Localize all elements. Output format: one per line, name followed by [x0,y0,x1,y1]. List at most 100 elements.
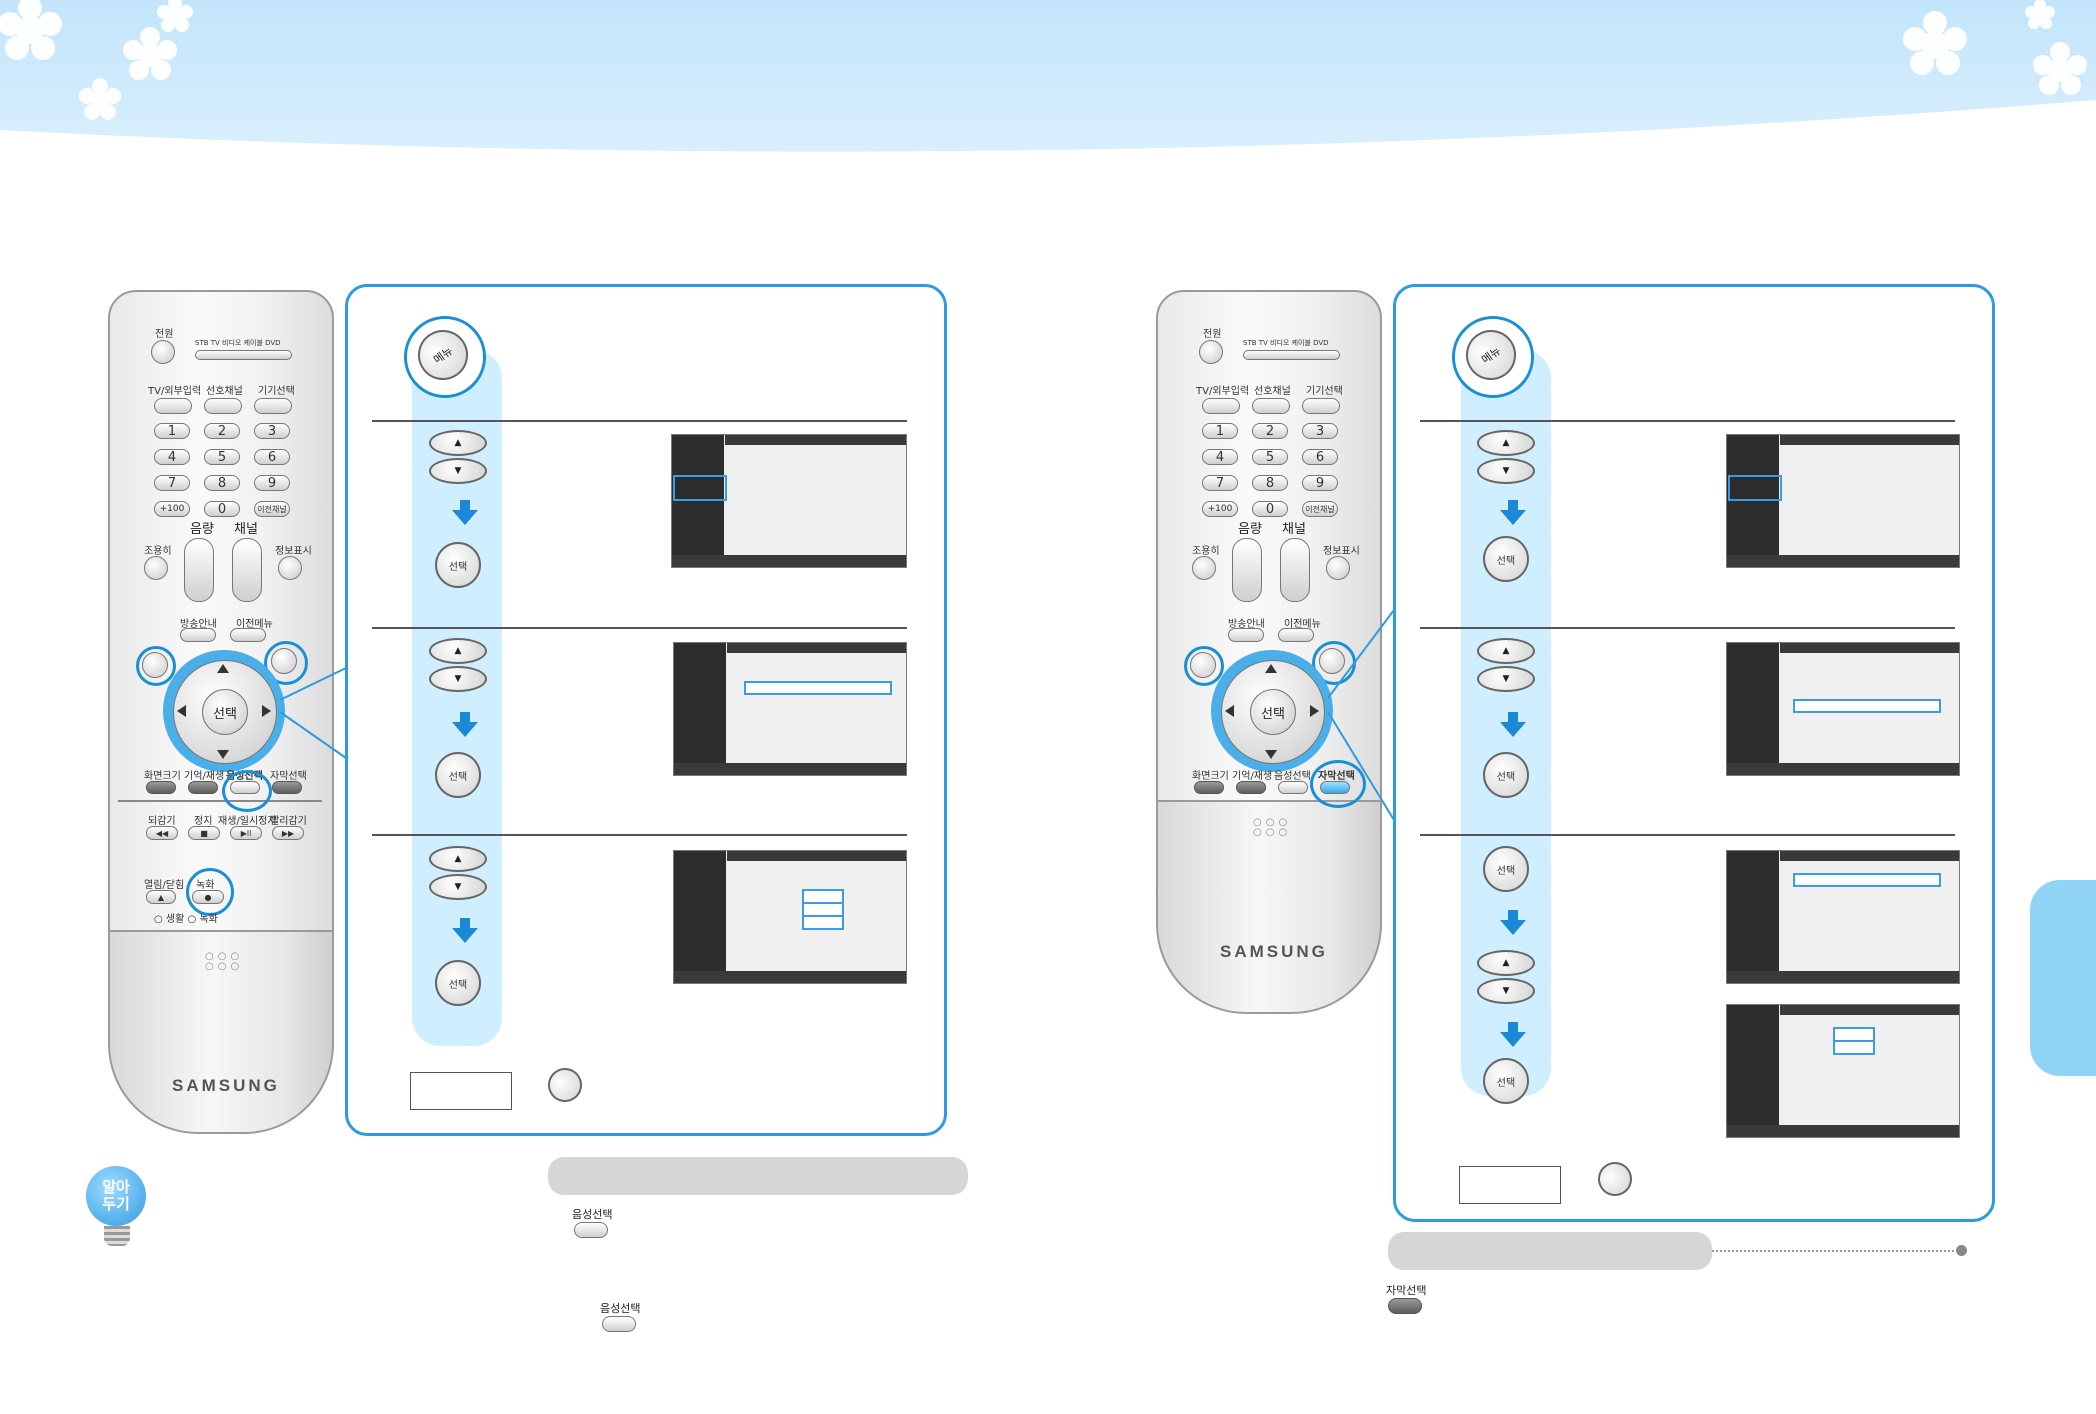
num-button[interactable]: 5 [204,449,240,465]
memory-button[interactable] [188,781,218,794]
up-button[interactable]: ▲ [429,430,487,456]
remote-bottom-right [1156,800,1382,1014]
select-step-button[interactable]: 선택 [435,542,481,588]
ffwd-button[interactable]: ▶▶ [272,826,304,840]
num-button[interactable]: 6 [254,449,290,465]
down-button[interactable]: ▼ [1477,666,1535,692]
guide-label: 방송안내 [1228,619,1265,630]
prev-menu-button[interactable] [230,628,266,642]
num-button[interactable]: 7 [1202,475,1238,491]
prev-channel-button[interactable]: 이전채널 [254,501,290,517]
num-button[interactable]: 1 [154,423,190,439]
tv-menu-screen-2 [673,642,907,776]
down-button[interactable]: ▼ [1477,458,1535,484]
record-button[interactable]: ● [192,890,224,904]
sound-select-button[interactable] [230,781,260,794]
num-button[interactable]: 2 [1252,423,1288,439]
num-button[interactable]: 5 [1252,449,1288,465]
play-pause-button[interactable]: ▶ll [230,826,262,840]
screen-size-button[interactable] [1194,781,1224,794]
device-select-button[interactable] [254,398,292,414]
menu-button[interactable] [142,652,168,678]
tv-input-button[interactable] [1202,398,1240,414]
select-step-button[interactable]: 선택 [1483,536,1529,582]
mode-slider[interactable] [195,350,292,360]
dpad-down-icon[interactable] [217,750,229,759]
num-button[interactable]: 9 [1302,475,1338,491]
select-center-button[interactable]: 선택 [1250,689,1296,735]
rewind-button[interactable]: ◀◀ [146,826,178,840]
up-button[interactable]: ▲ [1477,638,1535,664]
volume-rocker[interactable] [1232,538,1262,602]
up-button[interactable]: ▲ [1477,430,1535,456]
memory-button[interactable] [1236,781,1266,794]
volume-label: 음량 [1238,522,1262,537]
caption-button[interactable] [272,781,302,794]
dpad-down-icon[interactable] [1265,750,1277,759]
info-button[interactable] [1326,556,1350,580]
mode-slider[interactable] [1243,350,1340,360]
num-button[interactable]: 8 [204,475,240,491]
open-close-button[interactable]: ▲ [146,890,176,904]
stop-button[interactable]: ■ [188,826,220,840]
down-button[interactable]: ▼ [1477,978,1535,1004]
info-button[interactable] [278,556,302,580]
exit-button[interactable] [1319,648,1345,674]
num-button[interactable]: +100 [154,501,190,517]
sound-select-button[interactable] [1278,781,1308,794]
select-step-button[interactable]: 선택 [435,960,481,1006]
prev-menu-button[interactable] [1278,628,1314,642]
num-button[interactable]: 9 [254,475,290,491]
num-button[interactable]: +100 [1202,501,1238,517]
screen-size-button[interactable] [146,781,176,794]
mute-label: 조용히 [144,546,172,557]
dpad-left-icon[interactable] [177,705,186,717]
down-button[interactable]: ▼ [429,666,487,692]
guide-button[interactable] [1228,628,1264,642]
num-button[interactable]: 4 [154,449,190,465]
dpad-left-icon[interactable] [1225,705,1234,717]
caption-button[interactable] [1320,781,1350,794]
select-step-label: 선택 [1496,555,1516,567]
volume-rocker[interactable] [184,538,214,602]
up-button[interactable]: ▲ [429,846,487,872]
num-button[interactable]: 4 [1202,449,1238,465]
fav-channel-button[interactable] [1252,398,1290,414]
num-button[interactable]: 0 [1252,501,1288,517]
select-step-button[interactable]: 선택 [1483,752,1529,798]
num-button[interactable]: 2 [204,423,240,439]
select-step-button[interactable]: 선택 [1483,1058,1529,1104]
dpad-up-icon[interactable] [217,664,229,673]
prev-channel-button[interactable]: 이전채널 [1302,501,1338,517]
exit-button[interactable] [271,648,297,674]
up-button[interactable]: ▲ [1477,950,1535,976]
channel-rocker[interactable] [1280,538,1310,602]
num-button[interactable]: 1 [1202,423,1238,439]
menu-step-label: 메뉴 [1479,344,1504,367]
down-button[interactable]: ▼ [429,874,487,900]
select-step-button[interactable]: 선택 [435,752,481,798]
fav-channel-button[interactable] [204,398,242,414]
num-button[interactable]: 6 [1302,449,1338,465]
dpad-right-icon[interactable] [1310,705,1319,717]
guide-button[interactable] [180,628,216,642]
num-button[interactable]: 7 [154,475,190,491]
tv-input-button[interactable] [154,398,192,414]
power-button[interactable] [1199,340,1223,364]
num-button[interactable]: 3 [254,423,290,439]
power-button[interactable] [151,340,175,364]
num-button[interactable]: 0 [204,501,240,517]
dpad-up-icon[interactable] [1265,664,1277,673]
num-button[interactable]: 3 [1302,423,1338,439]
dpad-right-icon[interactable] [262,705,271,717]
select-center-button[interactable]: 선택 [202,689,248,735]
num-button[interactable]: 8 [1252,475,1288,491]
select-step-button[interactable]: 선택 [1483,846,1529,892]
channel-rocker[interactable] [232,538,262,602]
down-button[interactable]: ▼ [429,458,487,484]
up-button[interactable]: ▲ [429,638,487,664]
menu-button[interactable] [1190,652,1216,678]
mute-button[interactable] [1192,556,1216,580]
mute-button[interactable] [144,556,168,580]
device-select-button[interactable] [1302,398,1340,414]
